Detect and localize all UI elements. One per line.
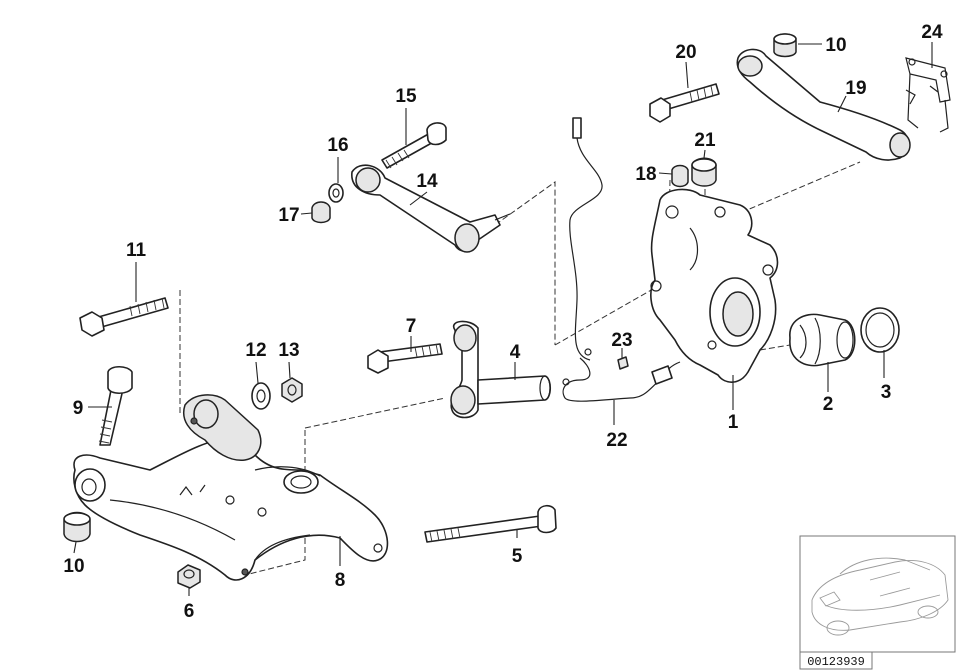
car-thumbnail <box>799 535 956 653</box>
ring-3 <box>860 307 900 353</box>
callout-2: 2 <box>823 394 834 415</box>
bolt-9 <box>98 365 133 446</box>
reference-code-box: 00123939 <box>799 651 873 670</box>
sensor-23 <box>617 356 629 370</box>
nut-6 <box>177 564 201 589</box>
rear-axle-subframe <box>73 394 389 581</box>
callout-labels: 1 2 3 4 5 6 7 8 9 10 10 11 12 13 14 15 1… <box>63 22 943 622</box>
callout-11: 11 <box>126 240 147 261</box>
callout-21: 21 <box>694 130 716 151</box>
callout-24: 24 <box>921 22 943 43</box>
callout-14: 14 <box>416 171 438 192</box>
callout-10-lower: 10 <box>63 556 84 577</box>
callout-8: 8 <box>335 570 346 591</box>
callout-20: 20 <box>675 42 696 63</box>
reference-code: 00123939 <box>807 655 865 669</box>
callout-6: 6 <box>184 601 195 622</box>
callout-5: 5 <box>512 546 523 567</box>
washer-16 <box>328 183 344 203</box>
bushing-21 <box>691 157 717 187</box>
leader-lines <box>73 42 933 596</box>
callout-18: 18 <box>635 164 656 185</box>
callout-3: 3 <box>881 382 892 403</box>
callout-7: 7 <box>406 316 417 337</box>
bushing-10-upper <box>773 33 797 58</box>
control-arm-14 <box>351 164 511 253</box>
callout-23: 23 <box>611 330 632 351</box>
wheel-carrier-1 <box>650 188 779 383</box>
bolt-20 <box>649 83 720 123</box>
callout-17: 17 <box>278 205 299 226</box>
callout-19: 19 <box>845 78 866 99</box>
callout-9: 9 <box>73 398 84 419</box>
bolt-7 <box>367 343 443 374</box>
callout-12: 12 <box>245 340 266 361</box>
nut-13 <box>281 377 303 403</box>
washer-12 <box>251 382 271 410</box>
callout-4: 4 <box>510 342 521 363</box>
callout-16: 16 <box>327 135 348 156</box>
bolt-15 <box>381 122 447 169</box>
link-4 <box>450 320 552 419</box>
drive-flange-2 <box>789 313 856 367</box>
callout-22: 22 <box>606 430 627 451</box>
bushing-17 <box>311 201 331 224</box>
bolt-5 <box>424 504 557 543</box>
callout-13: 13 <box>278 340 299 361</box>
sensor-cable-22 <box>562 117 681 402</box>
callout-10-upper: 10 <box>825 35 846 56</box>
callout-15: 15 <box>395 86 417 107</box>
bracket-24 <box>905 57 951 133</box>
bushing-18 <box>671 164 689 188</box>
callout-1: 1 <box>728 412 739 433</box>
bushing-10-lower <box>63 511 91 543</box>
upper-arm-19 <box>736 48 911 161</box>
bolt-11 <box>79 297 169 337</box>
